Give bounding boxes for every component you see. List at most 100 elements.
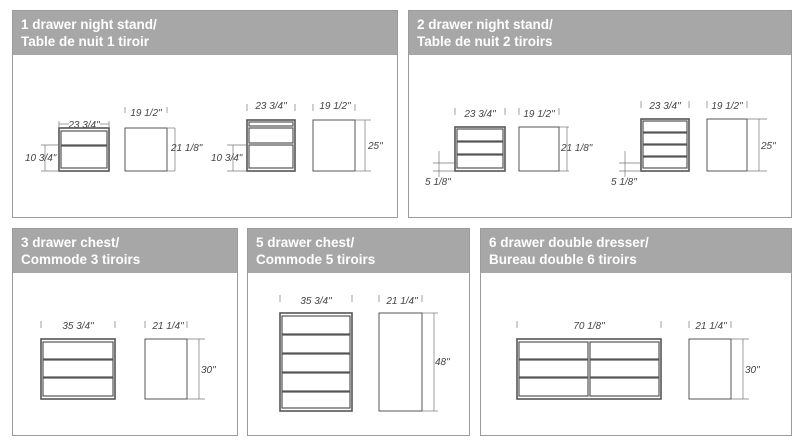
width-label: 35 3/4" (300, 296, 332, 307)
depth-label: 19 1/2" (130, 108, 162, 119)
depth-label: 21 1/4" (694, 321, 727, 332)
height-label: 25" (760, 141, 776, 152)
leg-height-label: 5 1/8" (611, 177, 637, 188)
width-label: 23 3/4" (254, 101, 287, 112)
night-stand-side (518, 126, 560, 172)
depth-label: 19 1/2" (711, 101, 743, 112)
drawer-front (642, 120, 688, 133)
night-stand-front (58, 127, 110, 172)
front-view: 35 3/4" (279, 295, 353, 412)
panel-2-drawer-night-stand: 2 drawer night stand/ Table de nuit 2 ti… (408, 10, 792, 218)
drawer-front (642, 156, 688, 169)
chest-3-drawer-diagrams: 35 3/4" 21 1/4" 30" (40, 321, 216, 400)
side-view: 21 1/4" 48" (378, 295, 450, 412)
drawer-front (589, 341, 660, 360)
drawer-front (248, 127, 294, 144)
drawer-front (42, 377, 114, 397)
drawer-front (642, 144, 688, 157)
panel-title-en: 3 drawer chest/ (21, 235, 120, 250)
panel-title-fr: Table de nuit 1 tiroir (21, 34, 150, 49)
drawer-front (281, 334, 351, 354)
panel-header: 2 drawer night stand/ Table de nuit 2 ti… (409, 11, 791, 55)
panel-title-fr: Commode 3 tiroirs (21, 252, 141, 267)
width-label: 23 3/4" (648, 101, 681, 112)
dresser-front (516, 338, 662, 400)
depth-label: 19 1/2" (523, 109, 555, 120)
panel-5-drawer-chest: 5 drawer chest/ Commode 5 tiroirs 35 3/4… (247, 228, 470, 436)
open-shelf (60, 145, 108, 169)
chest-5-drawer-diagrams: 35 3/4" 21 1/4" 48" (279, 295, 450, 412)
chest-side (378, 312, 423, 412)
side-view-b: 19 1/2" 25" (706, 101, 776, 172)
drawer-front (60, 130, 108, 146)
dresser-side (688, 338, 732, 400)
depth-label: 19 1/2" (319, 101, 351, 112)
leg-height-label: 5 1/8" (425, 177, 451, 188)
panel-title-en: 5 drawer chest/ (256, 235, 355, 250)
night-stand-side (706, 118, 748, 172)
height-label: 21 1/8" (170, 143, 203, 154)
panel-header: 5 drawer chest/ Commode 5 tiroirs (248, 229, 469, 273)
width-label: 70 1/8" (573, 321, 605, 332)
panel-header: 1 drawer night stand/ Table de nuit 1 ti… (13, 11, 397, 55)
double-dresser-diagrams: 70 1/8" 21 1/4" 30" (516, 321, 760, 400)
side-view-a: 19 1/2" 21 1/8" (124, 107, 203, 172)
panel-title-en: 6 drawer double dresser/ (489, 235, 649, 250)
width-label: 23 3/4" (463, 109, 496, 120)
width-label: 23 3/4" (67, 120, 100, 131)
drawer-front (42, 359, 114, 378)
night-stand-1-drawer-diagrams: 23 3/4" 10 3/4" 19 1/2" 21 1/8" 23 3/4" (25, 101, 383, 172)
drawer-front (281, 353, 351, 373)
drawer-front (518, 377, 589, 397)
panel-header: 6 drawer double dresser/ Bureau double 6… (481, 229, 791, 273)
front-view-b: 23 3/4" 10 3/4" (211, 101, 296, 172)
night-stand-side (124, 127, 168, 172)
panel-6-drawer-double-dresser: 6 drawer double dresser/ Bureau double 6… (480, 228, 792, 436)
side-view: 21 1/4" 30" (688, 321, 760, 400)
side-view: 21 1/4" 30" (144, 321, 216, 400)
open-shelf (248, 144, 294, 169)
height-label: 21 1/8" (560, 143, 593, 154)
height-label: 30" (201, 365, 216, 376)
drawer-front (42, 341, 114, 360)
drawer-front (281, 315, 351, 335)
night-stand-front (454, 126, 506, 172)
drawer-front (589, 377, 660, 397)
panel-1-drawer-night-stand: 1 drawer night stand/ Table de nuit 1 ti… (12, 10, 398, 218)
drawer-front (281, 372, 351, 392)
height-label: 25" (367, 141, 383, 152)
drawer-front (642, 132, 688, 145)
depth-label: 21 1/4" (385, 296, 418, 307)
chest-front (279, 312, 353, 412)
panel-title-fr: Bureau double 6 tiroirs (489, 252, 637, 267)
drawer-front (518, 359, 589, 378)
leg-height-label: 10 3/4" (25, 153, 57, 164)
side-view-b: 19 1/2" 25" (312, 101, 383, 172)
drawer-front (281, 391, 351, 409)
drawer-front (589, 359, 660, 378)
front-view-a: 23 3/4" 5 1/8" (425, 108, 506, 188)
panel-title-en: 1 drawer night stand/ (21, 17, 157, 32)
drawer-front (518, 341, 589, 360)
panel-header: 3 drawer chest/ Commode 3 tiroirs (13, 229, 237, 273)
side-view-a: 19 1/2" 21 1/8" (518, 108, 593, 172)
front-view: 70 1/8" (516, 321, 662, 400)
panel-title-en: 2 drawer night stand/ (417, 17, 553, 32)
panel-3-drawer-chest: 3 drawer chest/ Commode 3 tiroirs 35 3/4… (12, 228, 238, 436)
night-stand-2-drawer-diagrams: 23 3/4" 5 1/8" 19 1/2" 21 1/8" 23 3/4" (425, 101, 776, 188)
chest-side (144, 338, 188, 400)
drawer-front (456, 154, 504, 169)
height-label: 48" (435, 357, 450, 368)
front-view-a: 23 3/4" 10 3/4" (25, 120, 110, 172)
drawer-front (456, 128, 504, 142)
chest-front (40, 338, 116, 400)
leg-height-label: 10 3/4" (211, 153, 243, 164)
drawer-front (456, 141, 504, 155)
night-stand-side (312, 119, 356, 172)
width-label: 35 3/4" (62, 321, 94, 332)
front-view-b: 23 3/4" 5 1/8" (611, 101, 690, 188)
depth-label: 21 1/4" (151, 321, 184, 332)
front-view: 35 3/4" (40, 321, 116, 400)
height-label: 30" (745, 365, 760, 376)
panel-title-fr: Commode 5 tiroirs (256, 252, 376, 267)
